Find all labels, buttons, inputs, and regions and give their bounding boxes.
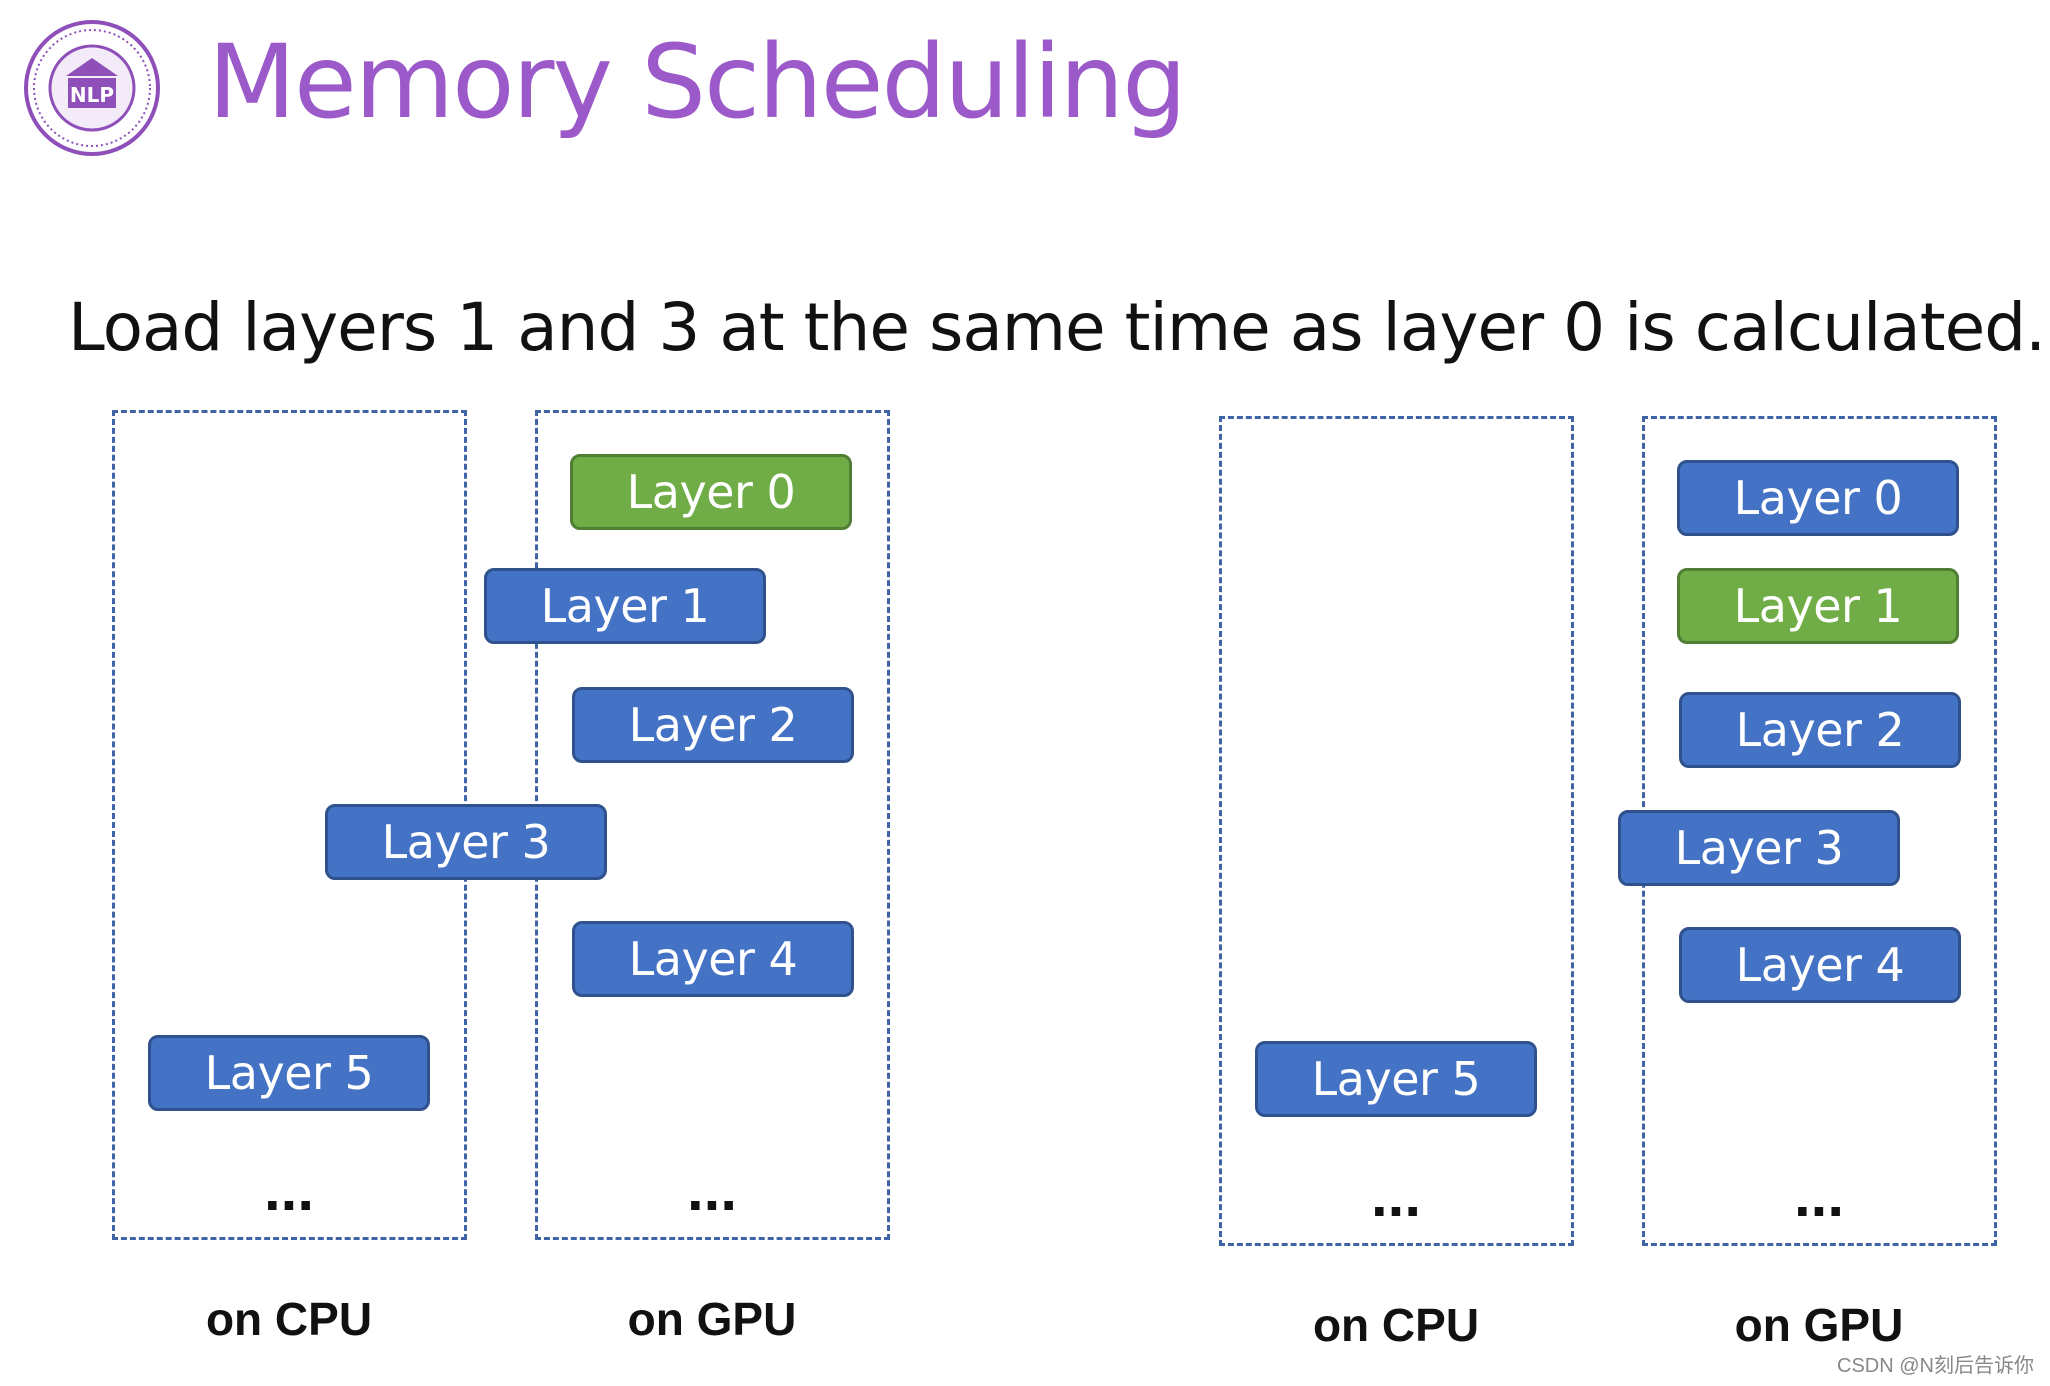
logo-text: NLP — [70, 83, 114, 107]
left-gpu-caption: on GPU — [627, 1293, 797, 1345]
right-cpu-ellipsis: ... — [1370, 1162, 1421, 1229]
left-layer-1: Layer 1 — [484, 568, 766, 644]
right-gpu-ellipsis: ... — [1793, 1162, 1844, 1229]
right-layer-3: Layer 3 — [1618, 810, 1900, 886]
csdn-watermark: CSDN @N刻后告诉你 — [1837, 1355, 2034, 1377]
right-cpu-column — [1219, 416, 1574, 1246]
right-gpu-caption: on GPU — [1734, 1299, 1904, 1351]
right-layer-5: Layer 5 — [1255, 1041, 1537, 1117]
right-layer-0: Layer 0 — [1677, 460, 1959, 536]
left-layer-2: Layer 2 — [572, 687, 854, 763]
left-gpu-ellipsis: ... — [686, 1156, 737, 1223]
left-layer-4: Layer 4 — [572, 921, 854, 997]
right-layer-2: Layer 2 — [1679, 692, 1961, 768]
right-layer-4: Layer 4 — [1679, 927, 1961, 1003]
tsinghua-nlp-logo: NLP — [24, 20, 160, 156]
left-cpu-ellipsis: ... — [263, 1156, 314, 1223]
slide-subtitle: Load layers 1 and 3 at the same time as … — [68, 289, 2046, 366]
right-layer-1: Layer 1 — [1677, 568, 1959, 644]
left-layer-5: Layer 5 — [148, 1035, 430, 1111]
left-layer-0: Layer 0 — [570, 454, 852, 530]
page-title: Memory Scheduling — [208, 23, 1187, 142]
right-cpu-caption: on CPU — [1312, 1299, 1480, 1351]
left-layer-3: Layer 3 — [325, 804, 607, 880]
left-cpu-caption: on CPU — [205, 1293, 373, 1345]
